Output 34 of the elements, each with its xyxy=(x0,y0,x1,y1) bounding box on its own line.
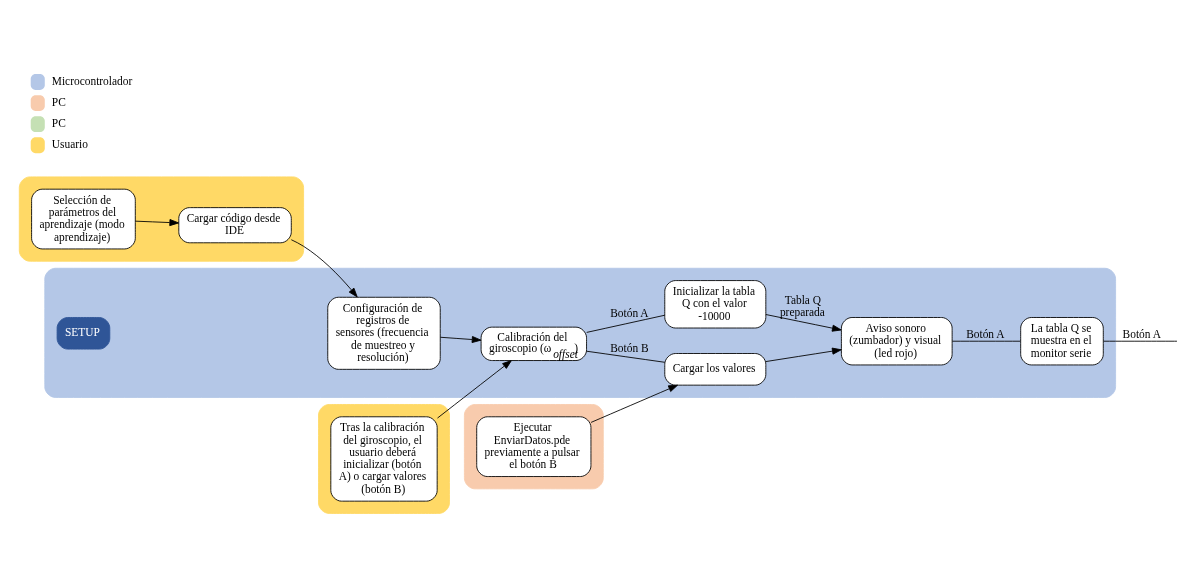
node-box: La tabla Q se muestra en el monitor serie xyxy=(1020,316,1104,365)
edge-label: Botón A xyxy=(1122,327,1161,340)
edge-label: Botón B xyxy=(610,341,649,354)
connector xyxy=(586,350,666,363)
legend-label: PC xyxy=(51,95,66,108)
legend-label: Microcontrolador xyxy=(51,74,133,87)
arrow xyxy=(437,359,512,418)
cluster xyxy=(44,267,1117,398)
arrow xyxy=(440,335,482,343)
node-box: SETUP xyxy=(56,316,111,350)
edge-label: Botón A xyxy=(966,327,1005,340)
edge-label: Botón A xyxy=(610,306,649,319)
node-box: Cargar código desde IDE xyxy=(178,206,292,243)
cluster xyxy=(463,403,604,489)
node-box: Tras la calibración del giroscopio, el usuario deberá inicializar (botón A) o cargar valores (botón B) xyxy=(330,415,438,502)
edge-label: Tabla Q preparada xyxy=(779,293,825,318)
legend-label: Usuario xyxy=(51,137,88,150)
legend-label: PC xyxy=(51,116,66,129)
arrow xyxy=(135,218,180,226)
node-box: Configuración de registros de sensores (frecuencia de muestreo y resolución) xyxy=(327,296,441,370)
node-box: Selección de parámetros del aprendizaje (modo aprendizaje) xyxy=(31,188,136,249)
node-box: Aviso sonoro (zumbador) y visual (led rojo) xyxy=(840,316,953,365)
arrow xyxy=(590,384,678,423)
arrow xyxy=(290,238,358,297)
arrow xyxy=(765,347,842,362)
node-box: Inicializar la tabla Q con el valor -10000 xyxy=(664,279,767,328)
node-box: Ejecutar EnviarDatos.pde previamente a pulsar el botón B xyxy=(476,415,592,477)
cluster xyxy=(18,175,305,262)
connector xyxy=(1103,340,1178,342)
connector xyxy=(951,340,1021,342)
node-box: Cargar los valores xyxy=(664,352,767,386)
cluster xyxy=(318,403,450,514)
connector xyxy=(586,314,666,333)
arrow xyxy=(765,313,842,332)
